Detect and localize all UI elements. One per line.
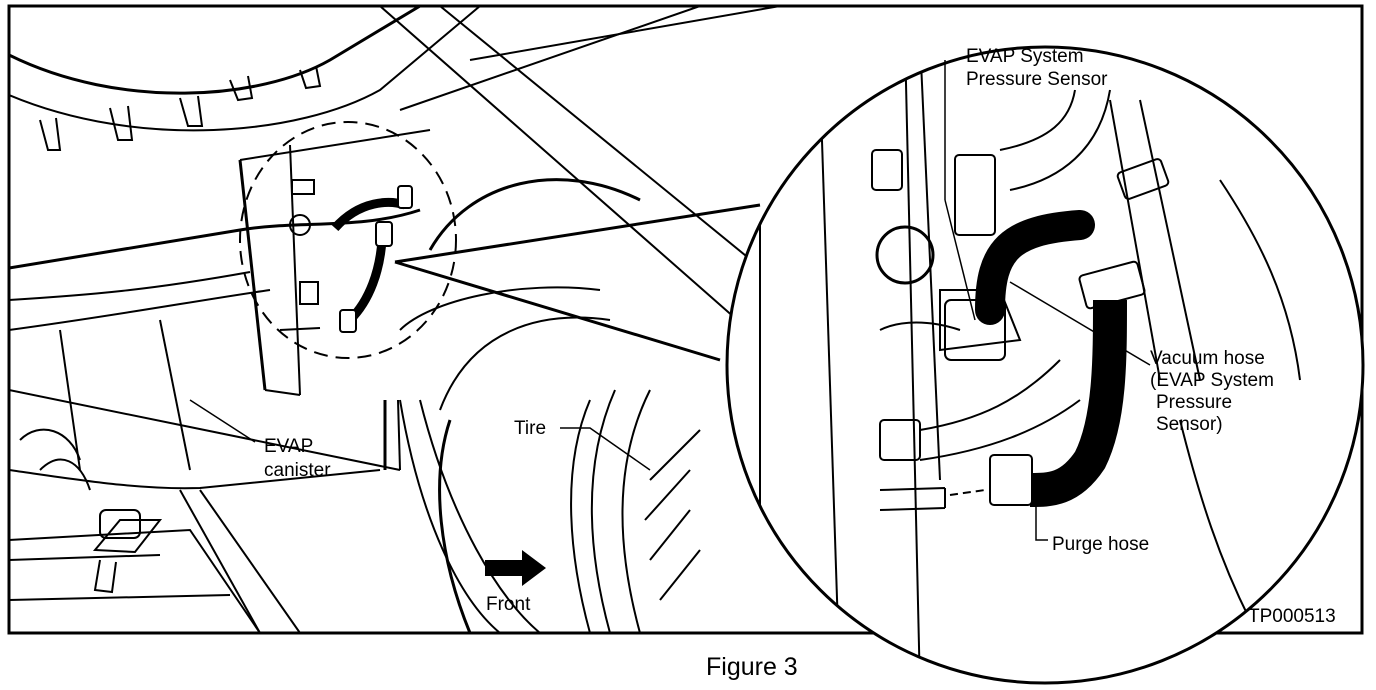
label-vacuum-hose-2: (EVAP System <box>1150 370 1274 391</box>
label-vacuum-hose-4: Sensor) <box>1156 414 1223 435</box>
figure-code: TP000513 <box>1248 606 1336 627</box>
label-evap-canister-2: canister <box>264 460 331 481</box>
label-purge-hose: Purge hose <box>1052 534 1149 555</box>
leader-lines <box>189 60 1151 541</box>
right-arrow-icon <box>485 550 546 586</box>
label-vacuum-hose-3: Pressure <box>1156 392 1232 413</box>
label-evap-sensor: EVAP System <box>966 46 1084 67</box>
label-evap-sensor-2: Pressure Sensor <box>966 69 1108 90</box>
figure-caption: Figure 3 <box>706 653 798 681</box>
engine-bay-drawing <box>9 6 1090 633</box>
magnified-detail <box>725 45 1365 685</box>
label-vacuum-hose: Vacuum hose <box>1150 348 1265 369</box>
label-front: Front <box>486 594 531 615</box>
label-evap-canister: EVAP <box>264 436 313 457</box>
label-tire: Tire <box>514 418 546 439</box>
